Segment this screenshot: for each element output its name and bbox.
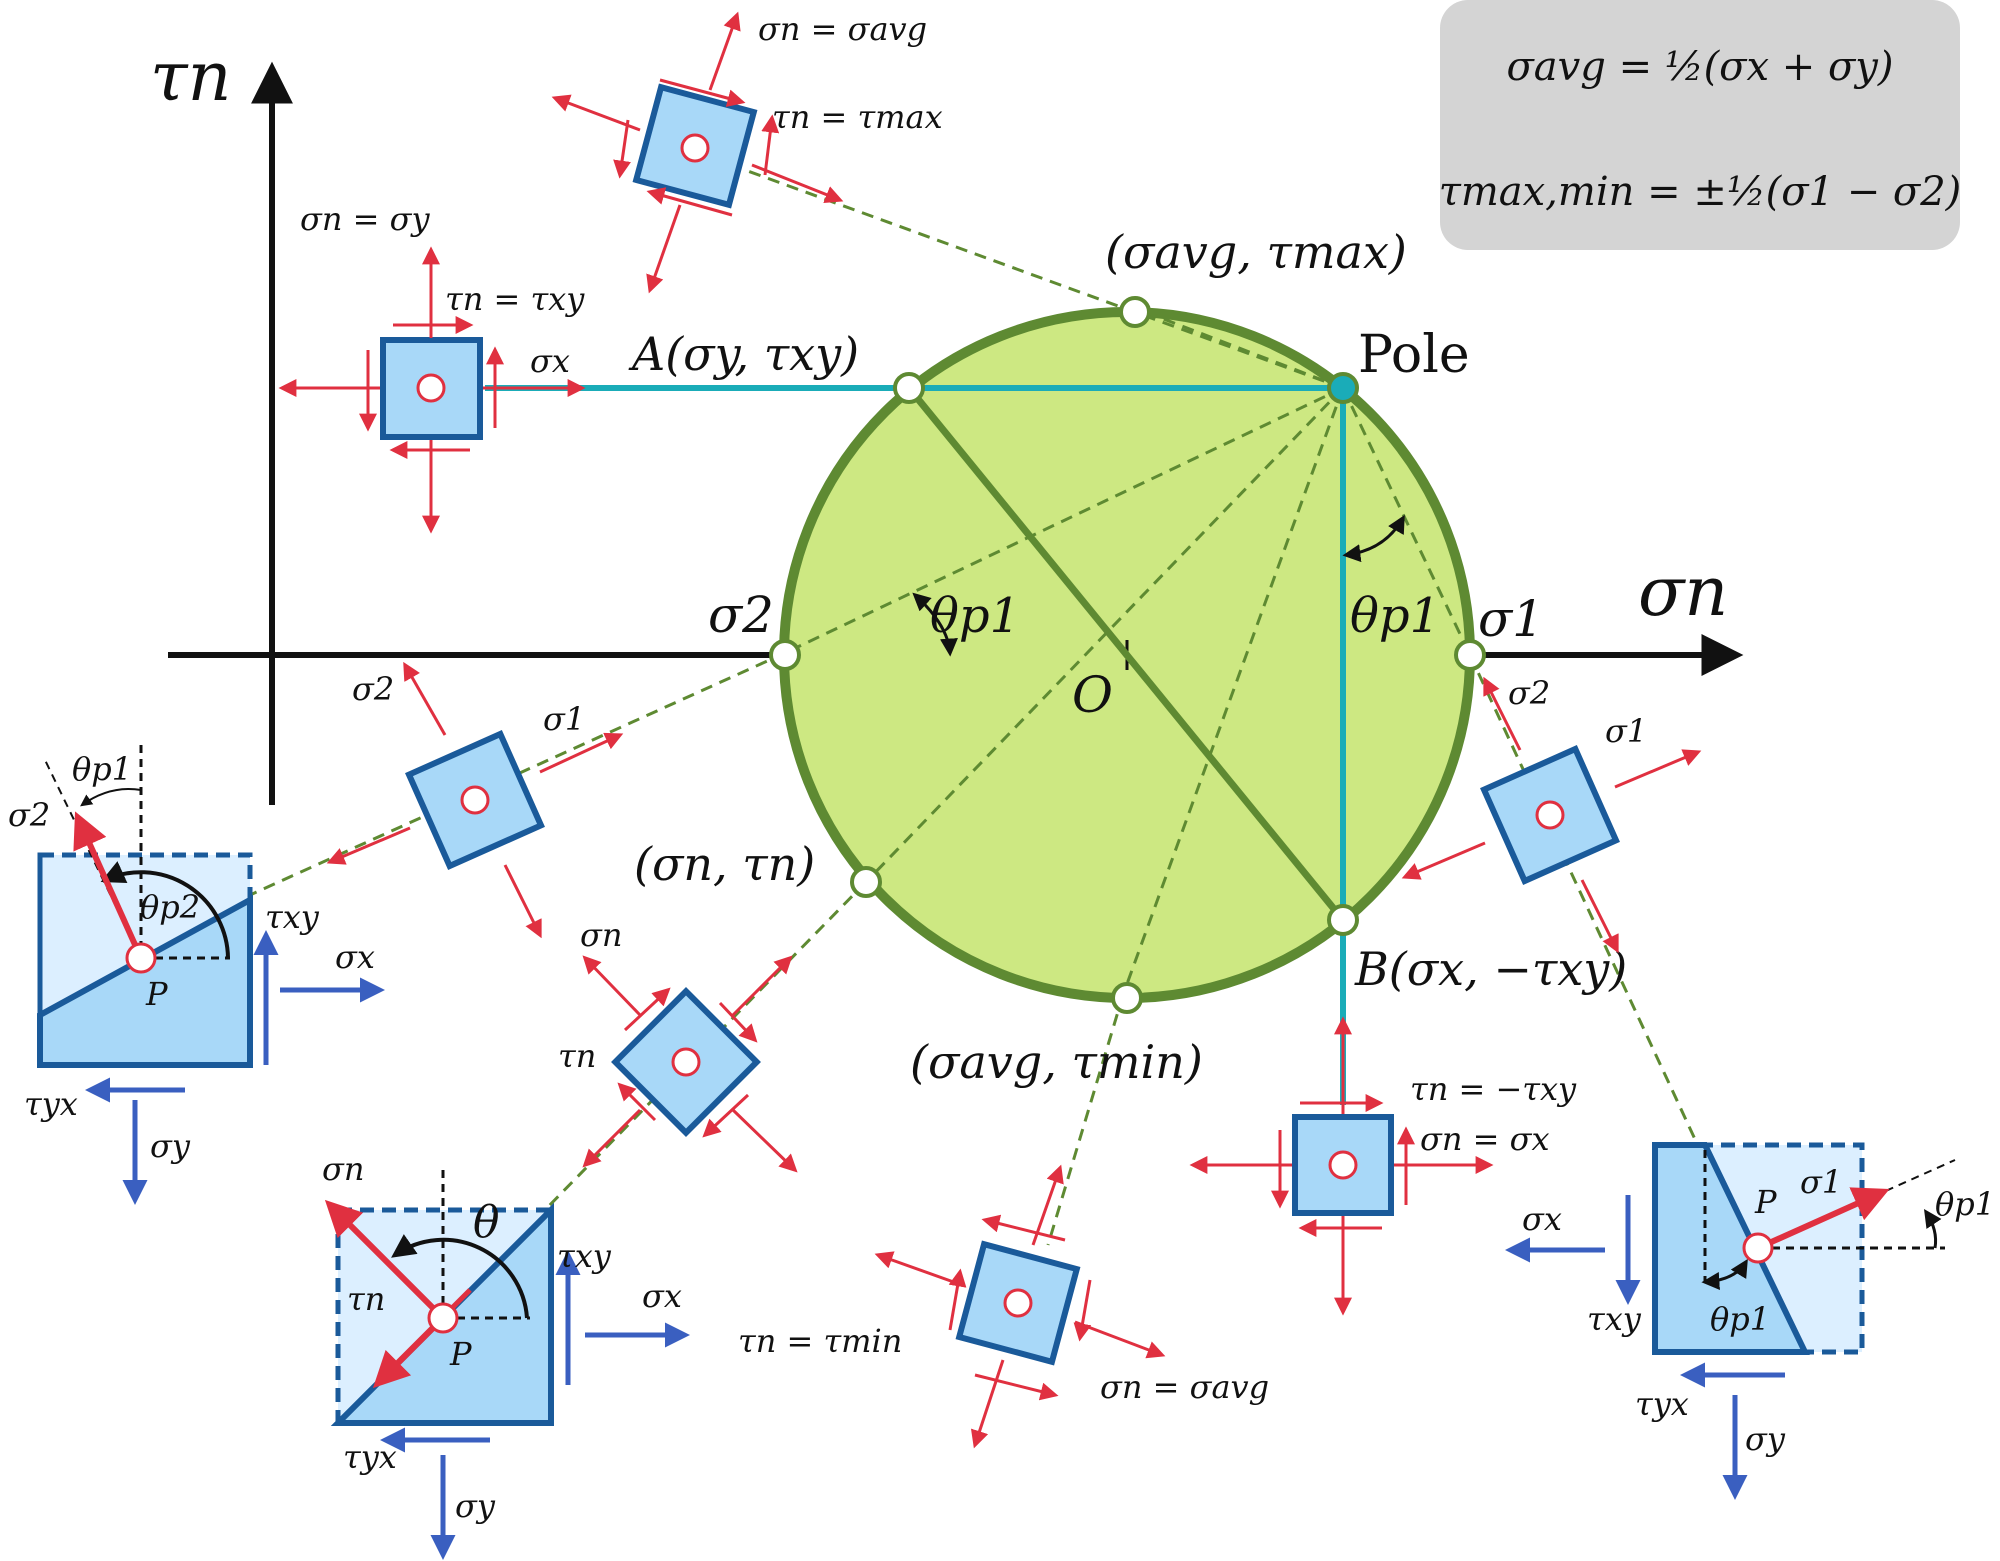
point-pole (1327, 372, 1359, 404)
element-center (671, 1047, 701, 1077)
label-general: (σn, τn) (634, 837, 815, 891)
point-sigma1 (1454, 639, 1486, 671)
formula-box-bg (1440, 0, 1960, 250)
label-point: P (145, 975, 168, 1013)
label-sigma1: σ1 (543, 700, 585, 738)
element-left-rotated: σ2 σ1 (326, 661, 624, 939)
label-point: P (1754, 1183, 1777, 1221)
label-sigma-n: σn = σx (1420, 1120, 1550, 1158)
element-right-rotated: σ2 σ1 (1401, 674, 1702, 954)
element-top-left: σn = σy τn = τxy σx (278, 200, 586, 534)
formula-avg: σavg = ½(σx + σy) (1507, 44, 1894, 90)
label-tau-yx: τyx (1635, 1385, 1689, 1423)
element-center (1535, 800, 1565, 830)
circle-labels: A(σy, τxy) Pole (σavg, τmax) σ2 σ1 O θp1… (628, 225, 1627, 1089)
label-sigma-n: σn = σavg (1100, 1368, 1269, 1406)
label-sigma2: σ2 (1508, 674, 1550, 712)
formula-box: σavg = ½(σx + σy) τmax,min = ±½(σ1 − σ2) (1439, 0, 1962, 250)
element-center (416, 373, 446, 403)
label-sigma2: σ2 (708, 586, 774, 644)
label-tau-xy: τxy (265, 898, 320, 936)
label-tau-xy: τxy (1587, 1300, 1642, 1338)
label-pole: Pole (1358, 325, 1470, 385)
label-sigma-y: σy (150, 1127, 191, 1165)
label-sigma2: σ2 (352, 670, 394, 708)
label-sigma-n: σn (580, 916, 622, 954)
formula-max-min: τmax,min = ±½(σ1 − σ2) (1439, 169, 1962, 215)
label-tau-n: τn (347, 1280, 385, 1318)
element-bottom-center: τn = τmin σn = σavg (738, 1164, 1269, 1449)
label-sigma1: σ1 (1800, 1163, 1842, 1201)
label-sigma-n: σn (322, 1150, 364, 1188)
label-theta-p1-in: θp1 (1710, 1300, 1770, 1338)
element-center (1328, 1150, 1358, 1180)
label-theta-p2: θp2 (140, 888, 200, 926)
label-sigma-x: σx (1522, 1200, 1562, 1238)
label-theta-p1-left: θp1 (930, 588, 1020, 644)
wedge-left: θp1 σ2 θp2 τxy σx P τyx σy (8, 745, 385, 1205)
label-point: P (449, 1335, 472, 1373)
point-bottom (1111, 982, 1143, 1014)
label-sigma-x: σx (335, 938, 375, 976)
label-sigma-n: σn = σavg (758, 10, 927, 48)
label-sigma-y: σy (455, 1487, 496, 1525)
label-sigma1: σ1 (1478, 590, 1544, 648)
wedge-right: σx P σ1 θp1 τxy θp1 τyx σy (1505, 1142, 1995, 1500)
element-bottom-right: τn = −τxy σn = σx (1189, 1016, 1577, 1316)
label-top: (σavg, τmax) (1105, 225, 1407, 279)
label-sigma2: σ2 (8, 796, 50, 834)
point-A (893, 372, 925, 404)
label-theta-p1: θp1 (72, 750, 132, 788)
label-center: O (1072, 666, 1113, 724)
label-tau-n: τn = τmax (772, 98, 943, 136)
point-top (1119, 296, 1151, 328)
label-tau-yx: τyx (343, 1438, 397, 1476)
theta-p1-right-arc (1342, 514, 1405, 563)
label-bottom: (σavg, τmin) (910, 1035, 1203, 1089)
label-tau-xy: τxy (557, 1237, 612, 1275)
element-center (1003, 1288, 1033, 1318)
label-sigma-x: σx (530, 342, 570, 380)
label-sigma-n: σn = σy (300, 200, 430, 238)
point-sigma2 (769, 639, 801, 671)
element-top-center: σn = σavg τn = τmax (551, 10, 943, 294)
circle-points (769, 296, 1486, 1014)
element-center (680, 133, 710, 163)
label-theta-p1-right: θp1 (1350, 588, 1440, 644)
sigma-axis-label: σn (1638, 553, 1728, 632)
label-tau-n: τn = −τxy (1410, 1070, 1577, 1108)
label-tau-n: τn = τxy (445, 280, 585, 318)
label-B: B(σx, −τxy) (1354, 942, 1627, 996)
point-B (1327, 904, 1359, 936)
wedge-solid (1652, 1142, 1810, 1355)
wedge-solid (37, 894, 253, 1068)
tau-axis-label: τn (150, 38, 231, 117)
label-tau-yx: τyx (24, 1085, 78, 1123)
label-sigma-y: σy (1745, 1420, 1786, 1458)
label-sigma-x: σx (642, 1277, 682, 1315)
diameter-AB (906, 385, 1346, 923)
label-A: A(σy, τxy) (628, 327, 859, 381)
label-theta-p1-out: θp1 (1935, 1185, 1995, 1223)
point-general (850, 866, 882, 898)
element-middle-diamond: σn τn (558, 916, 798, 1173)
label-tau-n: τn (558, 1037, 596, 1075)
wedge-center: σn θ τxy σx τn P τyx σy (322, 1150, 690, 1560)
theta-p1-left-arc (912, 592, 958, 657)
label-theta: θ (473, 1197, 500, 1248)
label-sigma1: σ1 (1605, 712, 1647, 750)
label-tau-n: τn = τmin (738, 1322, 902, 1360)
element-center (460, 785, 490, 815)
